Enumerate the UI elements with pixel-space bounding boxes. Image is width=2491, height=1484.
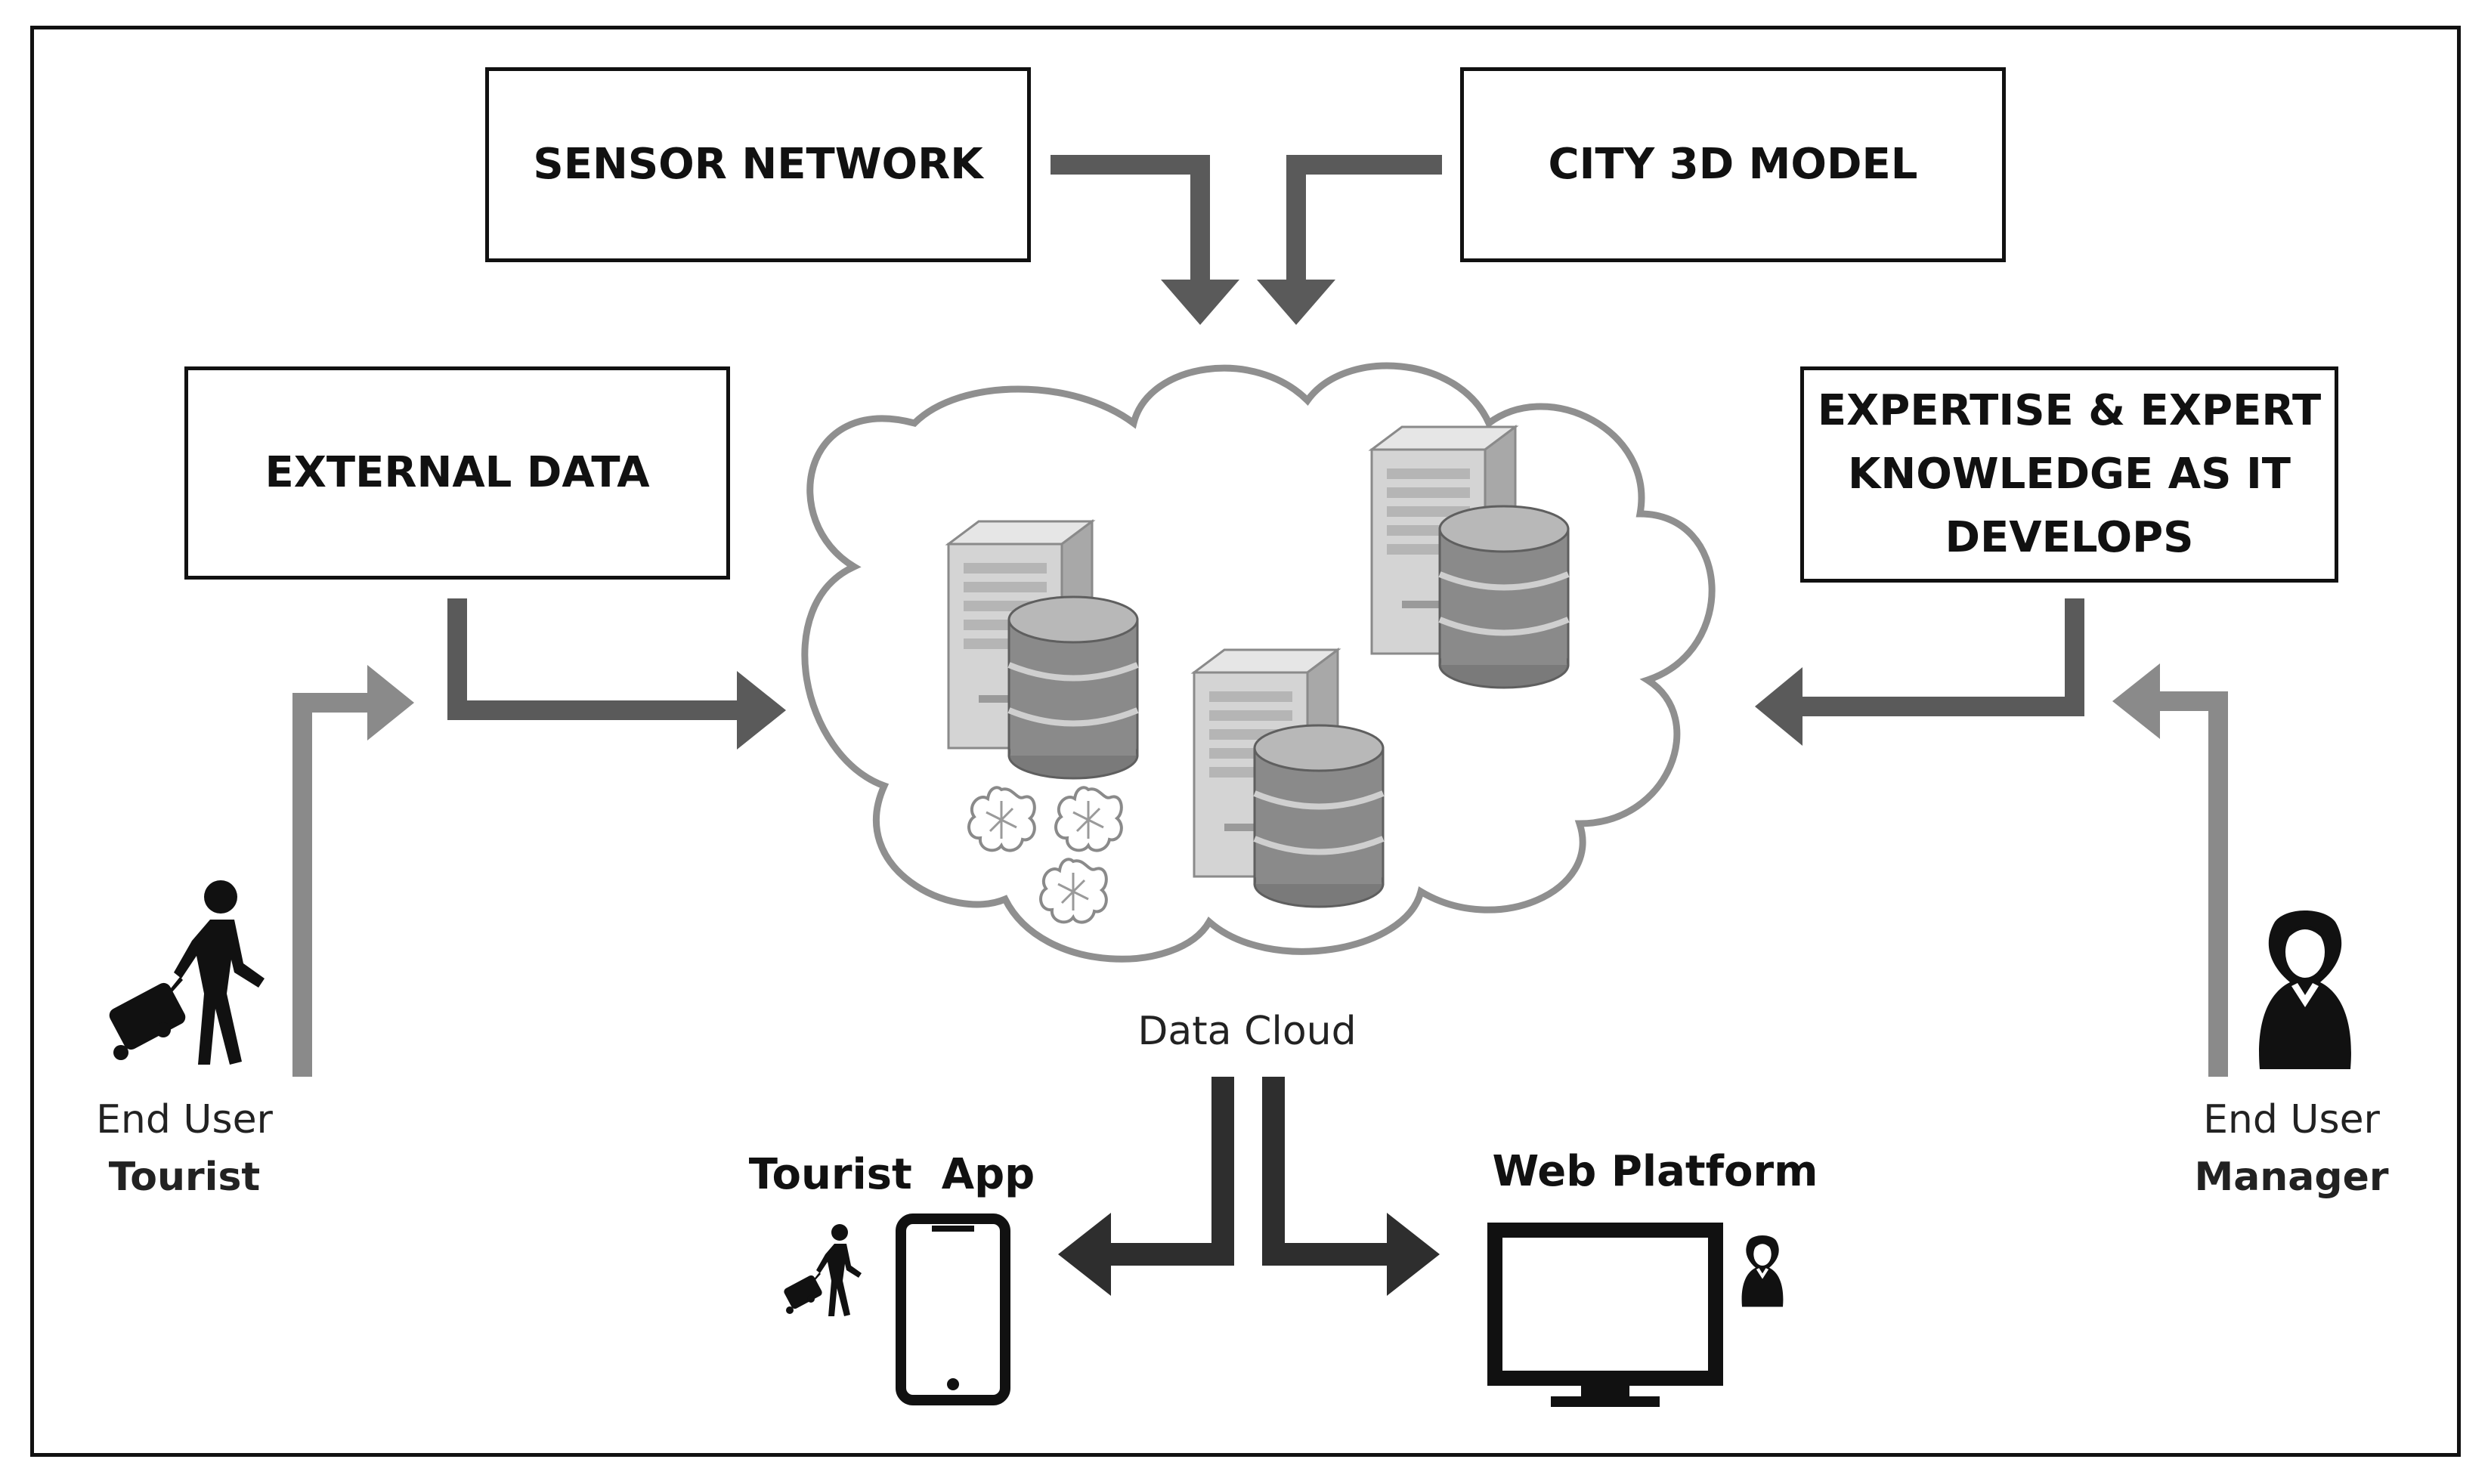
flake-icon [967,786,1036,852]
tourist-app-title: Tourist App [748,1150,1035,1199]
external-data-arrow [447,598,786,750]
expertise-label-line2: KNOWLEDGE AS IT [1848,450,2291,499]
web-platform-title: Web Platform [1492,1147,1818,1196]
data-cloud-label: Data Cloud [1137,1009,1357,1054]
manager-role-label: End User [2203,1097,2380,1142]
flake-icon [1039,858,1108,924]
smartphone-icon [896,1213,1010,1405]
expertise-label-line1: EXPERTISE & EXPERT [1817,386,2322,435]
city-3d-model-box: CITY 3D MODEL [1460,67,2006,262]
manager-icon [2259,910,2351,1069]
tourist-role-label: End User [96,1097,273,1142]
external-data-label: EXTERNAL DATA [265,448,650,497]
database-icon [1255,725,1383,907]
tourist-name-label: Tourist [108,1155,261,1200]
database-icon [1009,597,1137,778]
web-platform-arrow [1262,1077,1440,1296]
manager-name-label: Manager [2194,1155,2389,1200]
manager-feed-arrow [2112,663,2228,1077]
sensor-network-box: SENSOR NETWORK [485,67,1031,262]
diagram-frame [30,26,2461,1457]
sensor-network-label: SENSOR NETWORK [533,140,983,189]
tourist-feed-arrow [292,665,414,1077]
small-manager-icon [1741,1235,1784,1307]
database-icon [1440,506,1568,688]
flake-icon [1054,786,1123,852]
small-tourist-icon [782,1224,862,1316]
expertise-arrow [1755,598,2084,746]
tourist-icon [107,880,265,1065]
sensor-arrow [1051,155,1239,325]
city-model-arrow [1257,155,1442,325]
tourist-app-arrow [1058,1077,1234,1296]
expertise-box: EXPERTISE & EXPERT KNOWLEDGE AS IT DEVEL… [1800,366,2338,583]
expertise-label-line3: DEVELOPS [1945,513,2194,562]
city-3d-model-label: CITY 3D MODEL [1548,140,1918,189]
monitor-icon [1487,1223,1723,1407]
external-data-box: EXTERNAL DATA [184,366,730,580]
